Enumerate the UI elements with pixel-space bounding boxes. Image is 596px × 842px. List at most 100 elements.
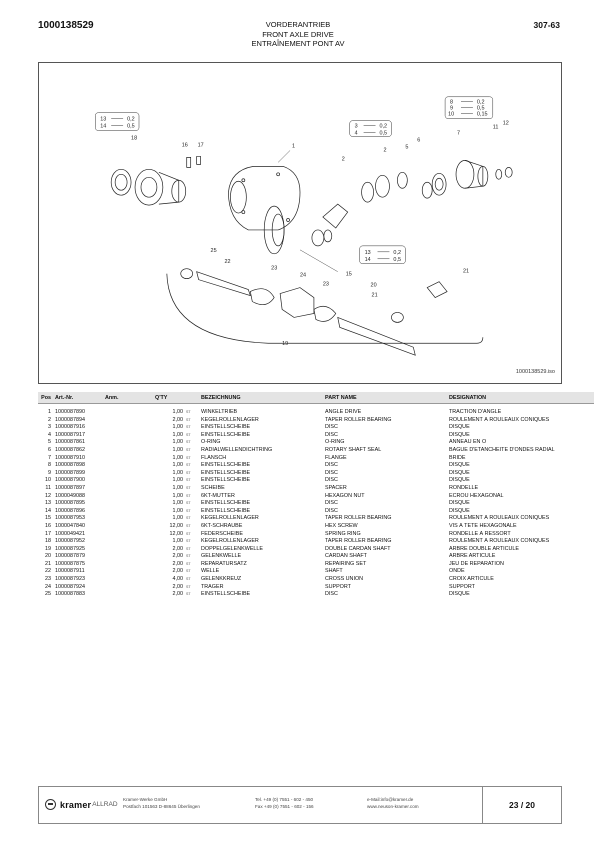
row-art-nr: 1000087911 [55, 568, 85, 575]
row-pos: 10 [45, 477, 51, 484]
row-unit: ST [186, 554, 191, 559]
row-designation: BAGUE D'ÉTANCHÉITÉ D'ONDES RADIAL [449, 446, 555, 453]
row-designation: JEU DE RÉPARATION [449, 560, 504, 567]
parts-table: Pos Art.-Nr. Anm. Q'TY BEZEICHNUNG PART … [38, 392, 594, 599]
row-designation: DISQUE [449, 469, 470, 476]
part-screw-16 [186, 157, 192, 168]
row-qty: 12,00 [169, 530, 184, 537]
row-part-name: DOUBLE CARDAN SHAFT [325, 545, 391, 552]
company-name: Kramer-Werke GmbH [123, 797, 168, 802]
row-anm [103, 462, 153, 470]
row-anm [103, 538, 153, 546]
svg-text:14: 14 [100, 124, 106, 130]
brand-suffix: ALLRAD [92, 801, 118, 808]
row-part-name: TAPER ROLLER BEARING [325, 416, 392, 423]
row-pos: 13 [45, 500, 51, 507]
row-bezeichnung: FEDERSCHEIBE [201, 530, 243, 537]
svg-text:0,2: 0,2 [477, 100, 485, 106]
row-pos: 15 [45, 515, 51, 522]
row-pos: 9 [48, 469, 51, 476]
col-bezeichnung: BEZEICHNUNG [199, 392, 323, 404]
row-qty: 1,00 [172, 469, 184, 476]
phone-number: Tel. +49 (0) 7551 - 602 - 450 [255, 797, 314, 802]
email-link[interactable]: e-Mail:info@kramer.de [367, 797, 414, 802]
title-french: ENTRAÎNEMENT PONT AV [251, 39, 345, 48]
col-qty: Q'TY [153, 392, 185, 404]
row-anm [103, 508, 153, 516]
row-part-name: ANGLE DRIVE [325, 409, 362, 415]
row-part-name: HEXAGON NUT [325, 492, 365, 499]
row-pos: 5 [48, 439, 51, 446]
row-art-nr: 1000087861 [55, 439, 85, 446]
row-part-name: CARDAN SHAFT [325, 553, 367, 560]
part-cardan-shaft-20 [337, 316, 416, 356]
row-qty: 2,00 [172, 560, 184, 567]
row-unit: ST [186, 501, 191, 506]
row-part-name: DISC [325, 424, 338, 431]
row-designation: CROIX ARTICULÉ [449, 576, 494, 583]
callout-6: 6 [417, 138, 420, 144]
row-unit: ST [186, 410, 191, 414]
row-art-nr: 1000087897 [55, 484, 85, 491]
row-bezeichnung: TRÄGER [201, 583, 224, 590]
callout-21b: 21 [463, 269, 469, 275]
row-designation: ONDE [449, 568, 465, 575]
part-pinion [322, 203, 349, 229]
row-part-name: DISC [325, 507, 338, 514]
part-spring-ring-17 [196, 156, 201, 165]
row-art-nr: 1000087916 [55, 424, 85, 431]
row-bezeichnung: EINSTELLSCHEIBE [201, 462, 251, 469]
kramer-logo: kramer ALLRAD [45, 799, 118, 810]
row-pos: 7 [48, 454, 51, 461]
row-part-name: SPRING RING [325, 530, 361, 537]
row-qty: 1,00 [172, 439, 184, 446]
row-anm [103, 424, 153, 432]
row-unit: ST [186, 531, 191, 536]
callout-15: 15 [346, 272, 352, 278]
row-unit: ST [186, 440, 191, 445]
callout-21a: 21 [372, 293, 378, 299]
svg-text:0,15: 0,15 [477, 112, 488, 118]
row-designation: DISQUE [449, 462, 470, 469]
row-unit: ST [186, 470, 191, 475]
svg-text:3: 3 [355, 124, 358, 130]
row-pos: 20 [45, 553, 51, 560]
row-part-name: HEX SCREW [325, 522, 358, 529]
row-pos: 16 [45, 522, 51, 529]
callout-24: 24 [300, 273, 306, 279]
part-repairing-set-21 [426, 281, 448, 298]
row-anm [103, 515, 153, 523]
website-link[interactable]: www.neuson-kramer.com [367, 803, 419, 809]
row-pos: 8 [48, 462, 51, 469]
row-art-nr: 1000087862 [55, 446, 85, 453]
row-unit: ST [186, 523, 191, 528]
row-anm [103, 417, 153, 425]
row-part-name: SUPPORT [325, 583, 351, 590]
svg-text:14: 14 [365, 257, 371, 263]
row-anm [103, 485, 153, 493]
row-designation: ROULEMENT À ROULEAUX CONIQUES [449, 538, 550, 545]
row-qty: 1,00 [172, 538, 184, 545]
contact-phone: Tel. +49 (0) 7551 - 602 - 450 Fax +49 (0… [255, 797, 314, 810]
row-qty: 2,00 [172, 416, 184, 423]
parts-table-header: Pos Art.-Nr. Anm. Q'TY BEZEICHNUNG PART … [38, 392, 594, 404]
part-cross-union-23b [313, 305, 337, 322]
row-designation: TRACTION D'ANGLE [449, 409, 502, 415]
row-art-nr: 1000087895 [55, 500, 85, 507]
row-art-nr: 1000087875 [55, 560, 85, 567]
row-bezeichnung: EINSTELLSCHEIBE [201, 469, 251, 476]
part-seal-6 [431, 172, 447, 196]
row-bezeichnung: 6KT-SCHRAUBE [201, 522, 243, 529]
row-anm [103, 493, 153, 501]
callouts: 1 2 2 5 6 7 11 12 15 16 17 18 19 20 21 2… [131, 121, 509, 348]
fax-number: Fax +49 (0) 7551 - 602 - 156 [255, 803, 314, 809]
callout-7: 7 [457, 131, 460, 137]
callout-16: 16 [182, 142, 188, 148]
